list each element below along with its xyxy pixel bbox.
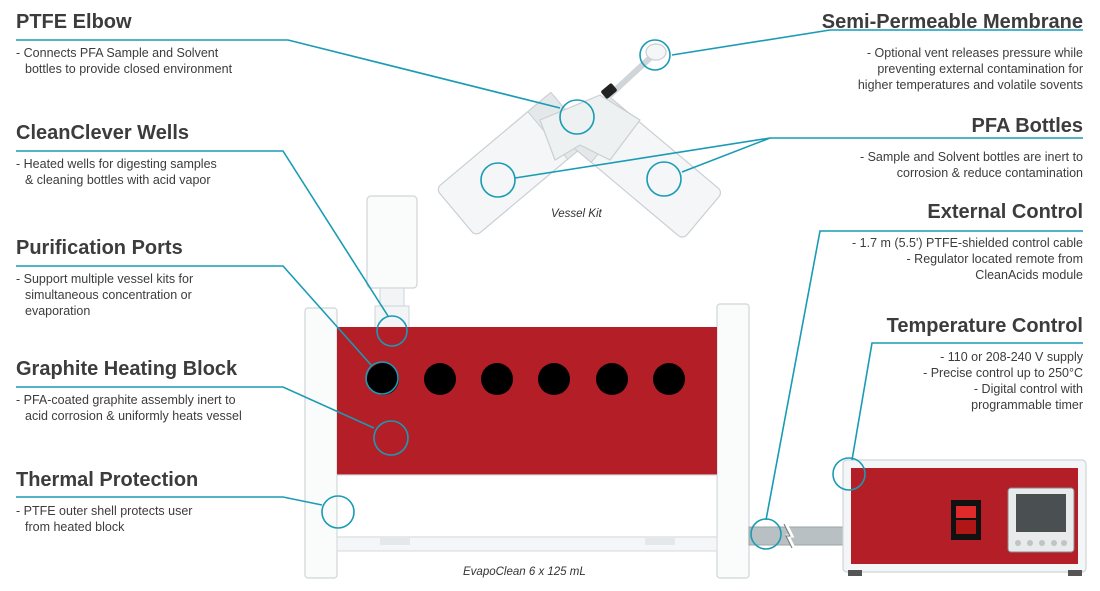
temperature-control-label: Temperature Control - 110 or 208-240 V s… <box>763 315 1083 413</box>
ptfe-elbow-label: PTFE Elbow - Connects PFA Sample and Sol… <box>16 11 306 77</box>
evapoclean-unit <box>304 195 750 579</box>
external-control-desc-line: CleanAcids module <box>975 268 1083 282</box>
well-6 <box>653 363 685 395</box>
vessel-kit <box>437 43 722 238</box>
temperature-control-desc-line: - Precise control up to 250°C <box>923 366 1083 380</box>
external-control-title: External Control <box>927 201 1083 223</box>
well-4 <box>538 363 570 395</box>
ptfe-elbow-desc-line: bottles to provide closed environment <box>25 62 233 76</box>
pfa-bottles-desc-line: - Sample and Solvent bottles are inert t… <box>859 150 1083 164</box>
temperature-controller <box>842 459 1087 576</box>
pfa-bottles-title: PFA Bottles <box>971 115 1084 137</box>
purification-ports-desc-line: evaporation <box>25 304 91 318</box>
purification-ports-label: Purification Ports - Support multiple ve… <box>16 237 306 319</box>
heating-block <box>337 327 717 475</box>
purification-ports-desc-line: - Support multiple vessel kits for <box>16 272 194 286</box>
external-control-label: External Control - 1.7 m (5.5') PTFE-shi… <box>763 201 1083 283</box>
control-cable <box>748 523 850 549</box>
semi-permeable-membrane-desc-line: - Optional vent releases pressure while <box>866 46 1083 60</box>
purification-ports-desc-line: simultaneous concentration or <box>25 288 192 302</box>
temperature-control-desc-line: programmable timer <box>971 398 1083 412</box>
semi-permeable-membrane-title: Semi-Permeable Membrane <box>821 11 1083 33</box>
thermal-protection-desc-line: from heated block <box>25 520 125 534</box>
graphite-heating-block-label: Graphite Heating Block - PFA-coated grap… <box>16 358 316 424</box>
thermal-protection-desc-line: - PTFE outer shell protects user <box>16 504 193 518</box>
external-control-desc-line: - 1.7 m (5.5') PTFE-shielded control cab… <box>852 236 1083 250</box>
pfa-bottles-label: PFA Bottles - Sample and Solvent bottles… <box>763 115 1083 181</box>
evapoclean-caption: EvapoClean 6 x 125 mL <box>463 566 586 578</box>
ptfe-elbow-title: PTFE Elbow <box>16 11 132 33</box>
cleanclever-wells-desc-line: - Heated wells for digesting samples <box>16 157 217 171</box>
temperature-control-desc-line: - 110 or 208-240 V supply <box>940 350 1083 364</box>
temperature-control-title: Temperature Control <box>886 315 1083 337</box>
cleanclever-wells-label: CleanClever Wells - Heated wells for dig… <box>16 122 306 188</box>
pfa-bottles-desc-line: corrosion & reduce contamination <box>896 166 1083 180</box>
well-3 <box>481 363 513 395</box>
thermal-protection-title: Thermal Protection <box>16 469 199 491</box>
well-1 <box>367 363 399 395</box>
graphite-heating-block-title: Graphite Heating Block <box>16 358 238 380</box>
ptfe-elbow-desc-line: - Connects PFA Sample and Solvent <box>16 46 219 60</box>
cleanclever-wells-desc-line: & cleaning bottles with acid vapor <box>25 173 211 187</box>
graphite-heating-block-desc-line: - PFA-coated graphite assembly inert to <box>16 393 236 407</box>
well-5 <box>596 363 628 395</box>
vessel-kit-caption: Vessel Kit <box>551 208 602 220</box>
temperature-control-desc-line: - Digital control with <box>973 382 1083 396</box>
well-2 <box>424 363 456 395</box>
graphite-heating-block-desc-line: acid corrosion & uniformly heats vessel <box>25 409 242 423</box>
purification-ports-title: Purification Ports <box>16 237 183 259</box>
thermal-protection-label: Thermal Protection - PTFE outer shell pr… <box>16 469 306 535</box>
callout-lines <box>16 29 1083 550</box>
semi-permeable-membrane-desc-line: preventing external contamination for <box>877 62 1083 76</box>
semi-permeable-membrane-label: Semi-Permeable Membrane - Optional vent … <box>763 11 1083 93</box>
cleanclever-wells-title: CleanClever Wells <box>16 122 190 144</box>
semi-permeable-membrane-desc-line: higher temperatures and volatile sovents <box>857 78 1083 92</box>
external-control-desc-line: - Regulator located remote from <box>906 252 1083 266</box>
